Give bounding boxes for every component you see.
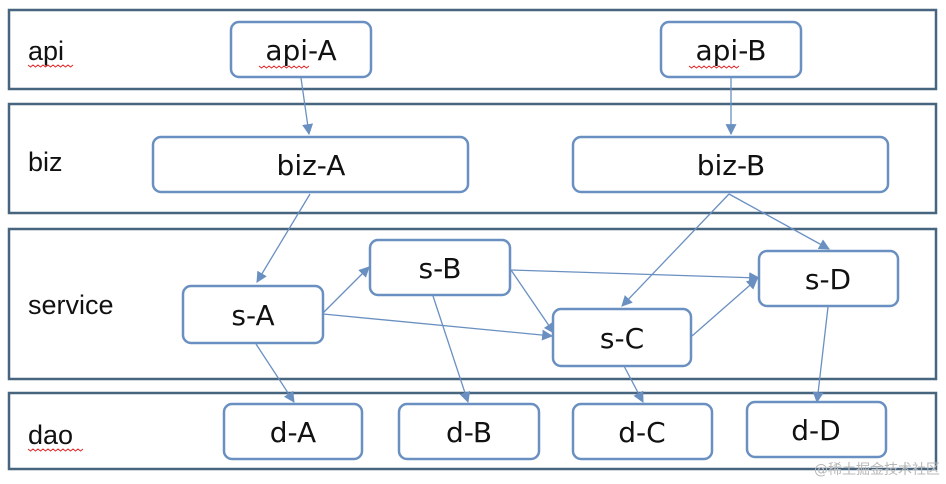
node-d-b: d-B [397,402,541,461]
edges [255,77,830,404]
edge-s-b-to-d-b [432,295,471,404]
node-label: biz-B [697,149,766,182]
edge-biz-a-to-s-a [256,193,311,283]
node-label: biz-A [277,149,346,182]
node-label: s-B [419,252,462,285]
node-d-c: d-C [571,402,714,461]
edge-biz-b-to-s-d [728,193,830,250]
node-box [397,402,541,461]
node-box [745,400,888,459]
node-s-b: s-B [368,238,512,297]
edge-s-b-to-s-d [510,269,761,284]
edge-s-a-to-s-c [322,313,554,341]
node-label: s-A [231,299,274,332]
node-box [222,402,364,461]
node-box [151,135,470,194]
node-label: s-C [600,322,644,355]
node-label: d-A [270,416,316,449]
node-box [571,402,714,461]
node-s-c: s-C [551,307,693,368]
node-label: d-B [446,416,492,449]
dao-layer-label: dao [28,420,73,450]
biz-layer-label: biz [28,147,63,177]
node-box [659,20,803,79]
node-box [757,249,900,308]
node-d-a: d-A [222,402,364,461]
node-box [368,238,512,297]
edge-api-a-to-biz-a [300,77,314,136]
edge-s-d-to-d-d [812,306,829,404]
spellcheck-underline [688,65,740,69]
edge-s-c-to-s-d [691,278,758,337]
edge-s-a-to-d-a [255,343,295,403]
api-layer-label: api [28,36,64,66]
node-box [229,20,373,79]
node-label: api-A [265,34,336,67]
edge-biz-b-to-s-c [621,193,730,307]
node-s-d: s-D [757,249,900,308]
node-box [181,284,325,345]
node-box [571,135,890,194]
node-label: s-D [805,263,851,296]
spellcheck-underline [27,448,84,452]
node-label: api-B [695,34,766,67]
node-d-d: d-D [745,400,888,459]
node-biz-b: biz-B [571,135,890,194]
spellcheck-underline [27,64,74,68]
edge-s-c-to-d-c [623,365,644,403]
node-s-a: s-A [181,284,325,345]
node-biz-a: biz-A [151,135,470,194]
edge-s-b-to-s-c [510,269,555,334]
node-api-a: api-A [229,20,373,79]
node-label: d-C [618,416,665,449]
node-box [551,307,693,368]
spellcheck-underline [258,65,310,69]
node-label: d-D [791,414,840,447]
edge-s-a-to-s-b [322,266,370,314]
watermark: @稀土掘金技术社区 [814,462,940,478]
service-layer-label: service [28,290,114,320]
node-api-b: api-B [659,20,803,79]
